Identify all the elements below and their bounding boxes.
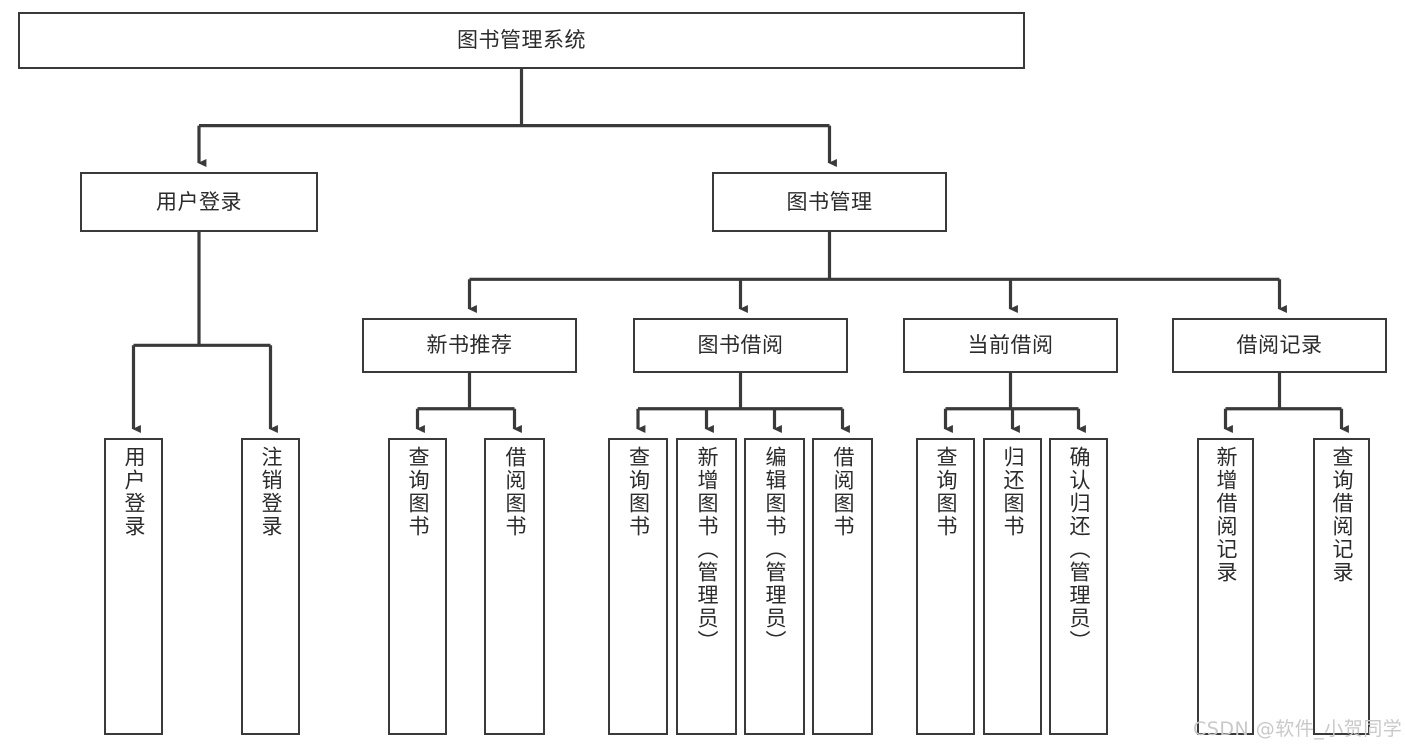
node-l-userlogin[interactable]: 用户登录 bbox=[104, 438, 163, 735]
node-label: 编辑图书（管理员） bbox=[763, 446, 787, 653]
node-newbook[interactable]: 新书推荐 bbox=[362, 318, 577, 373]
node-l-q2[interactable]: 查询图书 bbox=[608, 438, 668, 735]
node-label: 图书管理 bbox=[786, 189, 873, 214]
node-label: 查询图书 bbox=[626, 446, 651, 538]
node-label: 确认归还（管理员） bbox=[1067, 446, 1091, 653]
node-l-q1[interactable]: 查询图书 bbox=[388, 438, 447, 735]
node-bookmgmt[interactable]: 图书管理 bbox=[712, 172, 947, 232]
node-borrow[interactable]: 图书借阅 bbox=[633, 318, 848, 373]
node-label: 借阅图书 bbox=[831, 446, 855, 538]
node-label: 归还图书 bbox=[1001, 446, 1025, 538]
node-l-return[interactable]: 归还图书 bbox=[983, 438, 1042, 735]
node-l-addrec[interactable]: 新增借阅记录 bbox=[1197, 438, 1254, 735]
node-records[interactable]: 借阅记录 bbox=[1172, 318, 1387, 373]
node-label: 新增图书（管理员） bbox=[695, 446, 719, 653]
node-l-edit[interactable]: 编辑图书（管理员） bbox=[744, 438, 805, 735]
node-current[interactable]: 当前借阅 bbox=[903, 318, 1118, 373]
node-label: 查询图书 bbox=[934, 446, 958, 538]
node-label: 用户登录 bbox=[122, 446, 146, 538]
node-label: 当前借阅 bbox=[967, 333, 1054, 358]
node-label: 借阅记录 bbox=[1236, 333, 1323, 358]
node-label: 用户登录 bbox=[156, 189, 242, 214]
node-label: 借阅图书 bbox=[503, 446, 527, 538]
node-l-q3[interactable]: 查询图书 bbox=[916, 438, 975, 735]
node-label: 注销登录 bbox=[259, 446, 283, 538]
node-root[interactable]: 图书管理系统 bbox=[18, 12, 1025, 69]
node-label: 新增借阅记录 bbox=[1214, 446, 1238, 584]
node-label: 查询借阅记录 bbox=[1330, 446, 1354, 584]
node-l-confirm[interactable]: 确认归还（管理员） bbox=[1049, 438, 1108, 735]
node-label: 图书管理系统 bbox=[457, 28, 586, 53]
node-label: 查询图书 bbox=[406, 446, 430, 538]
node-l-b1[interactable]: 借阅图书 bbox=[484, 438, 545, 735]
node-l-qrec[interactable]: 查询借阅记录 bbox=[1313, 438, 1370, 735]
watermark-csdn: CSDN @软件_小贺同学 bbox=[1193, 718, 1403, 740]
node-label: 图书借阅 bbox=[697, 333, 784, 358]
node-l-logout[interactable]: 注销登录 bbox=[241, 438, 300, 735]
node-login[interactable]: 用户登录 bbox=[80, 172, 318, 232]
node-label: 新书推荐 bbox=[426, 333, 513, 358]
node-l-b2[interactable]: 借阅图书 bbox=[812, 438, 873, 735]
node-l-add[interactable]: 新增图书（管理员） bbox=[676, 438, 737, 735]
